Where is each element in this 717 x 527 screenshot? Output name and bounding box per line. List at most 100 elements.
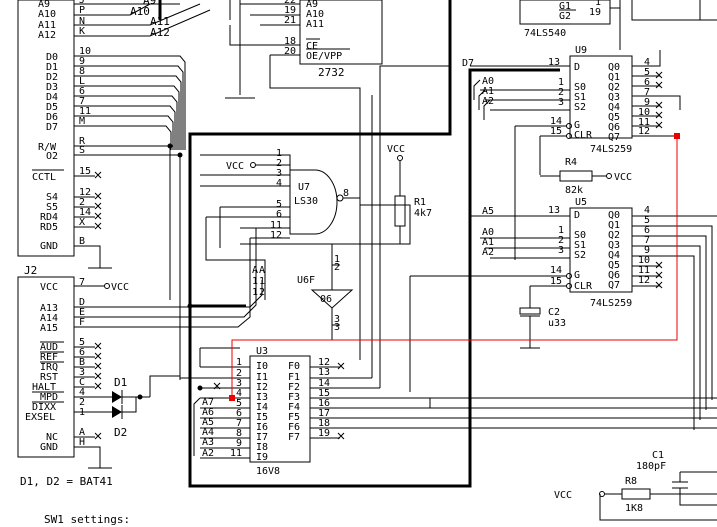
svg-text:13: 13 <box>548 205 560 216</box>
svg-text:GND: GND <box>40 442 58 453</box>
u6-input-labels: A A 1 1 1 2 <box>252 265 265 298</box>
svg-text:1: 1 <box>558 225 564 236</box>
svg-text:11: 11 <box>230 448 242 459</box>
svg-text:F2: F2 <box>288 382 300 393</box>
svg-text:IRQ: IRQ <box>40 362 58 373</box>
svg-text:A13: A13 <box>40 303 58 314</box>
svg-text:13: 13 <box>548 57 560 68</box>
svg-text:G: G <box>574 270 580 281</box>
svg-text:14: 14 <box>550 116 562 127</box>
svg-text:CLR: CLR <box>574 281 593 292</box>
svg-text:Q0: Q0 <box>608 62 620 73</box>
svg-text:7: 7 <box>644 87 650 98</box>
svg-text:2: 2 <box>259 287 265 298</box>
svg-text:I5: I5 <box>256 412 268 423</box>
svg-text:12: 12 <box>638 275 650 286</box>
svg-text:A1: A1 <box>482 237 494 248</box>
svg-text:OE/VPP: OE/VPP <box>306 51 342 62</box>
svg-text:R4: R4 <box>565 157 577 168</box>
diode-d1: D1 D2 D1, D2 = BAT41 <box>20 375 180 488</box>
svg-text:A: A <box>79 427 85 438</box>
svg-text:74LS259: 74LS259 <box>590 144 632 155</box>
svg-text:A3: A3 <box>202 437 214 448</box>
sw1-settings-label: SW1 settings: <box>44 513 130 526</box>
resistor-r4: VCC R4 82k <box>540 157 632 196</box>
svg-text:11: 11 <box>638 117 650 128</box>
svg-text:I7: I7 <box>256 432 268 443</box>
svg-text:8: 8 <box>79 66 85 77</box>
svg-text:C2: C2 <box>548 307 560 318</box>
svg-text:D0: D0 <box>46 52 58 63</box>
svg-text:2: 2 <box>276 158 282 169</box>
svg-text:I6: I6 <box>256 422 268 433</box>
svg-text:Q5: Q5 <box>608 112 620 123</box>
svg-text:1: 1 <box>276 148 282 159</box>
svg-text:RD5: RD5 <box>40 222 58 233</box>
svg-text:1: 1 <box>236 357 242 368</box>
svg-text:H: H <box>79 437 85 448</box>
svg-text:1: 1 <box>252 276 258 287</box>
svg-text:5: 5 <box>236 398 242 409</box>
svg-text:U6F: U6F <box>297 275 315 286</box>
diode-note: D1, D2 = BAT41 <box>20 475 113 488</box>
svg-text:VCC: VCC <box>387 144 405 155</box>
svg-text:11: 11 <box>79 106 91 117</box>
svg-text:1K8: 1K8 <box>625 503 643 514</box>
svg-text:F3: F3 <box>288 392 300 403</box>
svg-text:A: A <box>259 265 265 276</box>
svg-text:RD4: RD4 <box>40 212 58 223</box>
svg-text:4: 4 <box>79 387 85 398</box>
svg-text:S1: S1 <box>574 240 586 251</box>
svg-text:19: 19 <box>284 5 296 16</box>
u7-nand: U7 LS30 1 2 3 4 5 6 11 12 8 VCC <box>200 148 411 300</box>
svg-text:A2: A2 <box>202 448 214 459</box>
svg-text:A15: A15 <box>40 323 58 334</box>
svg-text:D: D <box>574 210 580 221</box>
j1-bus-label: A12 <box>150 26 170 39</box>
highlight-net <box>231 136 678 398</box>
highlight-marker <box>229 395 235 401</box>
svg-text:G1: G1 <box>559 1 571 12</box>
svg-text:Q5: Q5 <box>608 260 620 271</box>
svg-text:Q4: Q4 <box>608 250 620 261</box>
svg-text:D1: D1 <box>114 376 127 389</box>
svg-text:S5: S5 <box>46 202 58 213</box>
ls540-fragment: G1 G2 1 19 74LS540 <box>519 0 717 50</box>
svg-text:1: 1 <box>334 254 340 265</box>
svg-text:L: L <box>79 76 85 87</box>
no-connect-marks <box>94 171 102 230</box>
svg-text:Q2: Q2 <box>608 82 620 93</box>
svg-text:N: N <box>79 16 85 27</box>
svg-text:I2: I2 <box>256 382 268 393</box>
svg-text:4: 4 <box>644 205 650 216</box>
svg-text:12: 12 <box>79 187 91 198</box>
highlight-marker <box>674 133 680 139</box>
svg-text:19: 19 <box>589 7 601 18</box>
svg-text:2: 2 <box>236 368 242 379</box>
svg-text:3: 3 <box>79 367 85 378</box>
svg-text:2: 2 <box>334 262 340 273</box>
svg-text:11: 11 <box>638 265 650 276</box>
svg-text:A10: A10 <box>306 9 324 20</box>
svg-text:5: 5 <box>644 215 650 226</box>
svg-text:R8: R8 <box>625 476 637 487</box>
svg-text:8: 8 <box>343 188 349 199</box>
svg-text:B: B <box>79 357 85 368</box>
svg-text:S0: S0 <box>574 230 586 241</box>
svg-text:1: 1 <box>558 77 564 88</box>
svg-text:Q7: Q7 <box>608 132 620 143</box>
svg-text:LS30: LS30 <box>294 196 318 207</box>
svg-text:18: 18 <box>284 36 296 47</box>
svg-text:S1: S1 <box>574 92 586 103</box>
svg-text:D4: D4 <box>46 92 58 103</box>
svg-text:7: 7 <box>236 418 242 429</box>
svg-text:12: 12 <box>638 126 650 137</box>
svg-text:I3: I3 <box>256 392 268 403</box>
svg-text:O2: O2 <box>46 151 58 162</box>
c1-r8-network: C1 180pF VCC R8 1K8 <box>429 398 717 521</box>
svg-text:3: 3 <box>276 168 282 179</box>
svg-text:I0: I0 <box>256 361 268 372</box>
svg-text:U3: U3 <box>256 346 268 357</box>
